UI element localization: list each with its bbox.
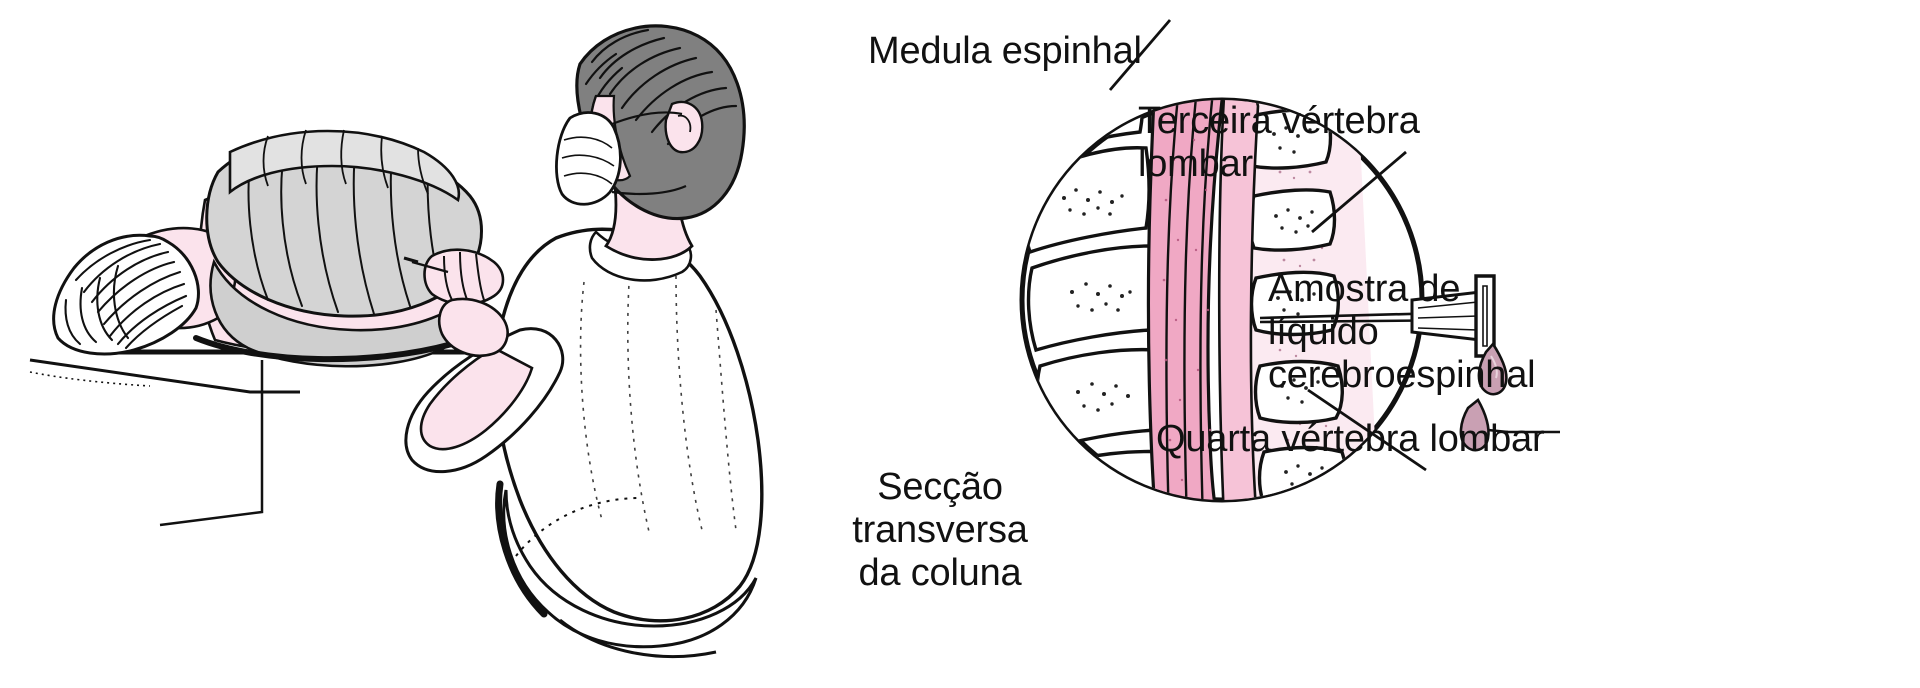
leader-fourth-vertebra xyxy=(1307,388,1427,472)
examination-table xyxy=(29,349,473,527)
leader-spinal-cord xyxy=(1108,19,1172,91)
csf-drop-label-icon xyxy=(1459,398,1560,452)
clinician-hands xyxy=(403,248,509,357)
spine-cross-section-illustration xyxy=(960,0,1920,688)
label-spinal-cord-block: Medula espinhal xyxy=(868,30,1142,72)
leader-lines xyxy=(1108,19,1427,472)
label-fourth-lumbar-vertebra: Quarta vértebra lombar xyxy=(1156,418,1545,460)
label-csf-sample: Amostra de líquido cerebroespinhal xyxy=(1268,268,1536,396)
label-third-lumbar-vertebra: Terceira vértebra lombar xyxy=(1138,100,1420,185)
lumbar-puncture-procedure-illustration xyxy=(29,24,764,659)
clinician xyxy=(403,24,764,659)
csf-drop-from-needle xyxy=(1477,341,1508,396)
surgical-drape xyxy=(193,129,483,368)
face-mask xyxy=(555,111,687,206)
patient-head xyxy=(52,226,273,356)
leader-third-vertebra xyxy=(1311,150,1407,234)
cross-section-caption: Secção transversa da coluna xyxy=(852,466,1028,594)
